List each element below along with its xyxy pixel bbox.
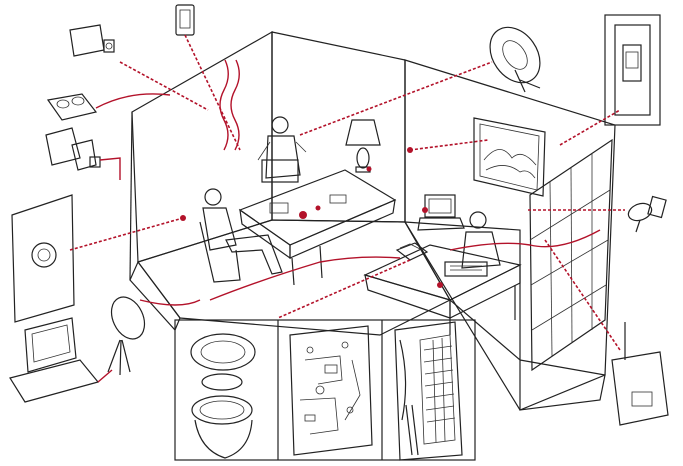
wire-safe [69, 217, 184, 251]
right-wall [404, 59, 616, 411]
wire-switch [559, 109, 621, 146]
office-desk [363, 244, 522, 335]
wire-recorder [95, 93, 171, 109]
computer-terminal-icon [417, 194, 465, 231]
junction-box-icon [394, 321, 463, 461]
wire-tripod [139, 299, 201, 306]
bug-dot-desk [437, 282, 443, 288]
painting-icon [473, 117, 546, 197]
sound-waves [219, 59, 240, 151]
mouthpiece-detail-icon [190, 333, 256, 459]
cassette-recorder-icon [46, 93, 98, 121]
wire-spotlight [184, 34, 241, 151]
spotlight-icon [175, 4, 195, 36]
wire-dish-beam [299, 61, 493, 136]
wire-painting [409, 139, 489, 151]
room [129, 30, 616, 411]
back-wall-left [131, 30, 273, 263]
dish-tripod-icon [107, 296, 146, 376]
camera-icon [69, 24, 115, 57]
man-seated [199, 188, 283, 283]
table-lamp-icon [345, 119, 381, 173]
wire-monitor [97, 369, 113, 383]
man-standing [257, 116, 307, 183]
wire-camera [119, 61, 209, 111]
wall-switch-icon [604, 14, 661, 126]
monitor-icon [9, 317, 100, 403]
front-ledge [129, 260, 181, 332]
wire-desk-phone [277, 259, 411, 319]
wire-floor [209, 256, 401, 301]
right-wall-base [519, 359, 606, 411]
conference-desk [238, 169, 397, 286]
wire-wall-run [449, 229, 601, 251]
portable-radio-icon [611, 322, 669, 426]
man-at-desk [444, 211, 501, 277]
window-pane [529, 138, 613, 372]
inset-detail-panel [174, 319, 476, 461]
small-dish-right-icon [627, 195, 667, 233]
signal-wires [69, 34, 625, 383]
parabolic-dish-icon [489, 26, 541, 93]
wall-edge-left [129, 111, 133, 281]
wire-video [99, 157, 121, 180]
video-camera-icon [45, 127, 101, 171]
wire-radio [544, 239, 621, 351]
glass-window [529, 138, 613, 372]
telephone-icon [395, 242, 429, 261]
circuit-board-icon [289, 325, 373, 456]
safe-icon [11, 194, 75, 323]
